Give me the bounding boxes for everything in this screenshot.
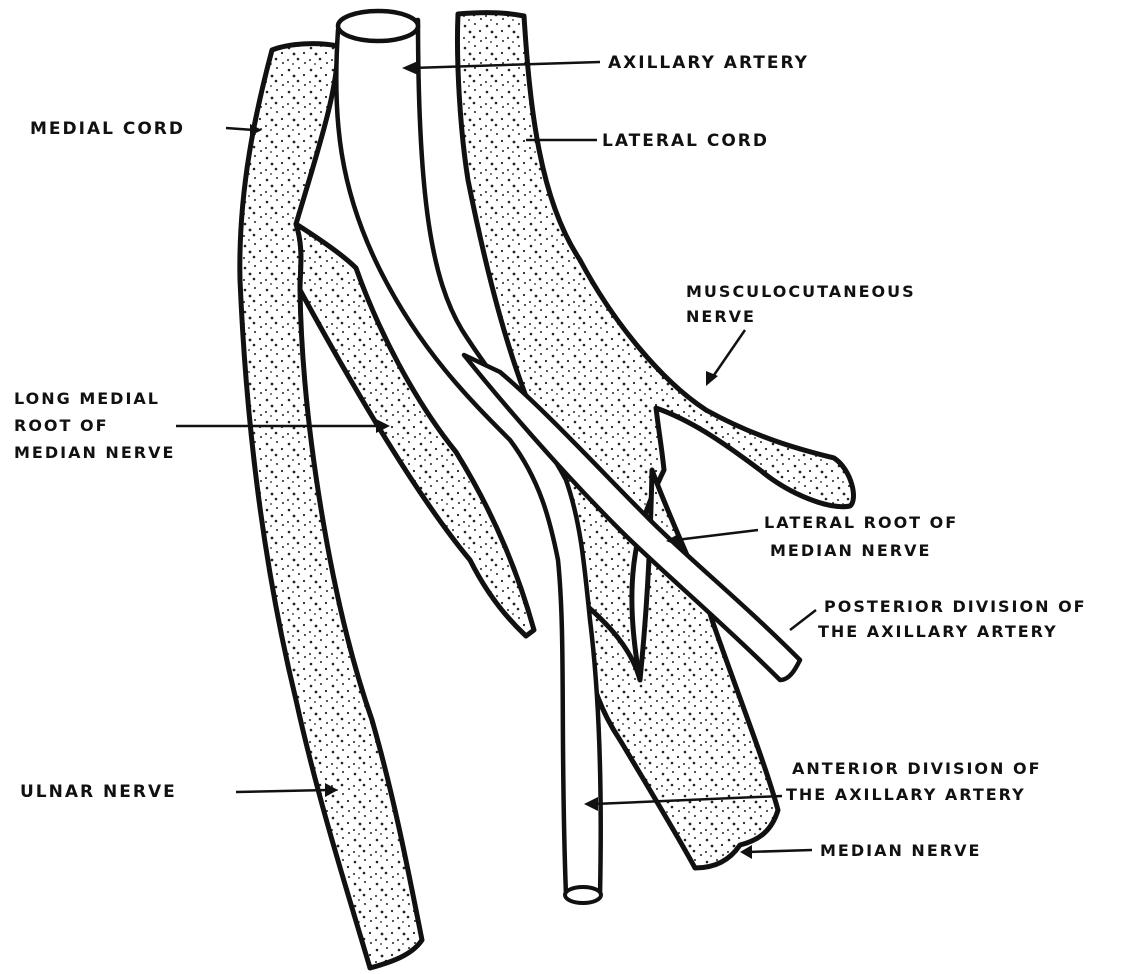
label-lateral-cord: LATERAL CORD <box>602 131 769 151</box>
anterior-division-cut-end <box>565 887 601 903</box>
label-anterior-division-line1: ANTERIOR DIVISION OF <box>792 759 1042 778</box>
label-lateral-root-line2: MEDIAN NERVE <box>770 541 931 560</box>
label-median-nerve: MEDIAN NERVE <box>820 841 981 860</box>
label-posterior-division-line1: POSTERIOR DIVISION OF <box>824 597 1087 616</box>
axillary-artery-top-opening <box>338 11 418 41</box>
label-long-medial-line2: ROOT OF <box>14 416 109 435</box>
label-anterior-division-line2: THE AXILLARY ARTERY <box>786 785 1026 804</box>
label-posterior-division-line2: THE AXILLARY ARTERY <box>818 622 1058 641</box>
label-long-medial-line3: MEDIAN NERVE <box>14 443 175 462</box>
label-musculocutaneous-line2: NERVE <box>686 307 756 326</box>
label-ulnar-nerve: ULNAR NERVE <box>20 782 177 802</box>
label-long-medial-line1: LONG MEDIAL <box>14 389 160 408</box>
label-lateral-root-line1: LATERAL ROOT OF <box>764 513 958 532</box>
label-axillary-artery: AXILLARY ARTERY <box>608 53 809 73</box>
label-medial-cord: MEDIAL CORD <box>30 119 185 139</box>
label-musculocutaneous-line1: MUSCULOCUTANEOUS <box>686 282 916 301</box>
